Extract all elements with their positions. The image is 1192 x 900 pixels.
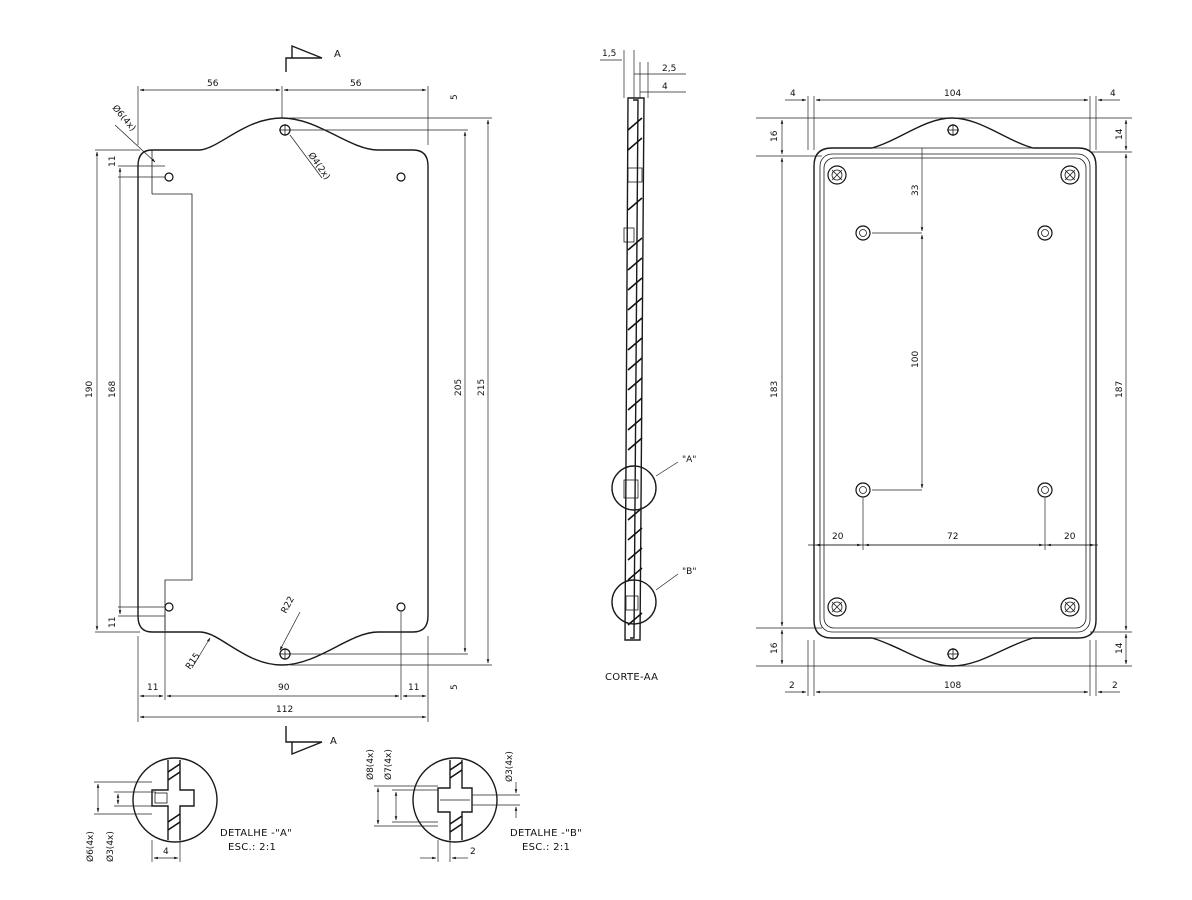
dim-20-left: 20 <box>832 532 844 542</box>
front-hole <box>396 172 406 182</box>
dim-16-top: 16 <box>770 130 780 142</box>
front-hole <box>164 602 174 612</box>
detail-b-dim-2: 2 <box>470 847 476 857</box>
detail-b-title: DETALHE -"B" <box>510 828 582 839</box>
detail-b-dia-7: Ø7(4x) <box>383 749 394 780</box>
back-mount-hole <box>1037 482 1053 498</box>
dim-190: 190 <box>85 381 95 398</box>
section-title: CORTE-AA <box>605 672 658 683</box>
dim-11-right: 11 <box>408 683 419 693</box>
dim-5-top: 5 <box>450 94 460 100</box>
detail-b: Ø8(4x) Ø7(4x) Ø3(4x) 2 DETALHE -"B" ESC.… <box>365 749 582 862</box>
dim-4-right: 4 <box>1110 89 1116 99</box>
section-marker-top: A <box>334 49 341 60</box>
dim-205: 205 <box>454 379 464 396</box>
detail-b-dia-3: Ø3(4x) <box>504 751 515 782</box>
back-plate-outline <box>813 117 1097 667</box>
front-inner-step <box>152 193 193 630</box>
detail-a-dia-3: Ø3(4x) <box>105 831 116 862</box>
detail-a: Ø6(4x) Ø3(4x) 4 DETALHE -"A" ESC.: 2:1 <box>85 757 292 862</box>
radius-22-label: R22 <box>280 595 297 615</box>
dim-14-bottom: 14 <box>1115 642 1125 654</box>
dim-2-right: 2 <box>1112 681 1118 691</box>
back-screw <box>1060 165 1080 185</box>
section-view: 1,5 2,5 4 <box>600 49 696 683</box>
dim-2-left: 2 <box>789 681 795 691</box>
dim-33: 33 <box>911 185 921 196</box>
dim-11-left: 11 <box>147 683 158 693</box>
dim-183: 183 <box>770 381 780 398</box>
dim-2-5: 2,5 <box>662 64 676 74</box>
dim-56-right: 56 <box>350 79 362 89</box>
detail-b-dia-8: Ø8(4x) <box>365 749 376 780</box>
front-hole <box>164 172 174 182</box>
dim-4-section: 4 <box>662 82 668 92</box>
callout-a: "A" <box>682 455 696 465</box>
dim-14-top: 14 <box>1115 128 1125 140</box>
back-screw <box>1060 597 1080 617</box>
dim-72: 72 <box>947 532 958 542</box>
hole-dia-2x-label: Ø4(2x) <box>306 150 333 182</box>
front-view: 56 56 A Ø6(4x) Ø4(2x) 190 168 11 11 205 … <box>85 44 492 756</box>
dim-5-bottom: 5 <box>450 684 460 690</box>
dim-215: 215 <box>477 379 487 396</box>
callout-b: "B" <box>682 567 696 577</box>
detail-a-scale: ESC.: 2:1 <box>228 842 276 853</box>
dim-100: 100 <box>911 351 921 368</box>
dim-4-left: 4 <box>790 89 796 99</box>
back-view: 33 100 20 72 20 4 104 4 16 183 16 <box>756 89 1132 696</box>
detail-a-dia-6: Ø6(4x) <box>85 831 96 862</box>
detail-a-title: DETALHE -"A" <box>220 828 292 839</box>
dim-16-bottom: 16 <box>770 642 780 654</box>
back-screw <box>827 165 847 185</box>
detail-a-dim-4: 4 <box>163 847 169 857</box>
dim-108: 108 <box>944 681 961 691</box>
dim-11-top: 11 <box>108 156 118 167</box>
detail-a-callout-circle <box>611 465 657 511</box>
dim-104: 104 <box>944 89 961 99</box>
detail-b-scale: ESC.: 2:1 <box>522 842 570 853</box>
hole-dia-4x-label: Ø6(4x) <box>110 103 138 134</box>
front-plate-outline <box>137 117 429 666</box>
section-marker-bottom: A <box>330 736 337 747</box>
dim-112: 112 <box>276 705 293 715</box>
dim-56-left: 56 <box>207 79 219 89</box>
section-hatching <box>627 117 643 626</box>
dim-11-bottom: 11 <box>108 617 118 628</box>
detail-b-callout-circle <box>611 579 657 625</box>
dim-168: 168 <box>108 381 118 398</box>
dim-187: 187 <box>1115 381 1125 398</box>
back-mount-hole <box>855 225 871 241</box>
back-screw <box>827 597 847 617</box>
back-mount-hole <box>855 482 871 498</box>
back-mount-hole <box>1037 225 1053 241</box>
front-hole <box>396 602 406 612</box>
dim-20-right: 20 <box>1064 532 1076 542</box>
dim-1-5: 1,5 <box>602 49 616 59</box>
dim-90: 90 <box>278 683 290 693</box>
